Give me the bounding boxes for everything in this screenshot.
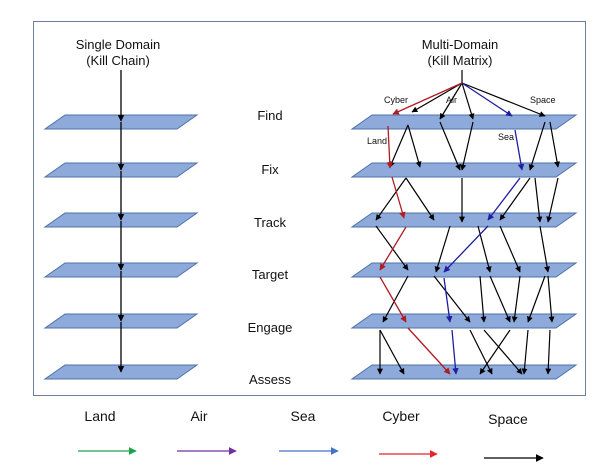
matrix-arrow	[392, 82, 463, 115]
matrix-arrow	[528, 121, 546, 171]
plane-right-find	[350, 114, 578, 130]
branch-label-land: Land	[367, 136, 387, 146]
matrix-arrows-sea	[443, 82, 525, 375]
matrix-arrow	[545, 329, 552, 375]
legend-label-sea: Sea	[291, 408, 316, 424]
stage-label-fix: Fix	[261, 162, 279, 177]
stage-label-find: Find	[257, 108, 283, 123]
matrix-arrow	[499, 177, 531, 221]
matrix-arrow	[511, 275, 521, 323]
matrix-arrow	[451, 329, 459, 375]
matrix-arrow	[405, 177, 435, 221]
matrix-arrow	[443, 225, 489, 273]
matrix-arrow	[499, 225, 521, 273]
matrix-arrow	[460, 121, 474, 171]
matrix-arrow	[461, 82, 546, 117]
matrix-arrow	[411, 82, 463, 113]
matrix-arrow	[479, 275, 487, 323]
legend-label-air: Air	[190, 408, 207, 424]
matrix-arrow	[489, 275, 511, 323]
matrix-arrow	[386, 125, 393, 169]
single-domain-title-line2: (Kill Chain)	[86, 53, 150, 68]
matrix-arrow	[434, 225, 451, 273]
matrix-arrow	[382, 275, 409, 323]
stage-label-engage: Engage	[247, 320, 293, 335]
legend-label-space: Space	[488, 411, 528, 427]
matrix-arrow	[534, 177, 543, 223]
matrix-arrow	[375, 177, 407, 221]
diagram-frame	[33, 21, 586, 396]
matrix-arrows-space	[375, 70, 561, 375]
plane-right-engage	[350, 313, 578, 329]
branch-label-space: Space	[530, 95, 556, 105]
matrix-arrow	[379, 276, 407, 323]
matrix-arrow	[461, 82, 475, 120]
branch-label-cyber: Cyber	[384, 95, 408, 105]
matrix-arrow	[379, 226, 407, 271]
multi-domain-title: Multi-Domain (Kill Matrix)	[390, 37, 530, 69]
matrix-arrow	[546, 177, 559, 223]
single-domain-title: Single Domain (Kill Chain)	[48, 37, 188, 69]
legend-label-land: Land	[84, 408, 115, 424]
matrix-arrow	[479, 329, 511, 375]
matrix-arrow	[379, 329, 405, 375]
matrix-arrow	[389, 124, 409, 168]
legend: Land Air Sea Cyber Space	[78, 408, 544, 462]
matrix-arrows-land	[379, 82, 463, 375]
plane-right-fix	[350, 162, 578, 178]
matrix-arrow	[443, 277, 453, 323]
matrix-arrow	[433, 275, 471, 323]
multi-domain-title-line2: (Kill Matrix)	[427, 53, 493, 68]
matrix-arrow	[527, 275, 546, 323]
plane-right-assess	[350, 364, 578, 380]
matrix-arrow	[439, 121, 461, 171]
matrix-arrow	[521, 329, 529, 375]
matrix-arrow	[375, 225, 409, 271]
single-domain-title-line1: Single Domain	[75, 37, 161, 52]
matrix-arrow	[547, 275, 555, 323]
plane-right-target	[350, 262, 578, 278]
matrix-arrow	[483, 329, 523, 375]
matrix-arrow	[514, 129, 525, 171]
matrix-arrow	[487, 177, 521, 221]
matrix-arrow	[461, 82, 513, 117]
stage-label-target: Target	[251, 267, 289, 282]
multi-domain-title-line1: Multi-Domain	[421, 37, 499, 52]
stage-label-assess: Assess	[249, 372, 291, 387]
matrix-arrow	[391, 176, 406, 219]
legend-label-cyber: Cyber	[382, 408, 420, 424]
matrix-arrow	[407, 327, 451, 375]
matrix-arrow	[407, 124, 422, 168]
matrix-arrow	[469, 329, 493, 375]
branch-label-sea: Sea	[498, 132, 514, 142]
stage-label-track: Track	[253, 215, 287, 230]
plane-right-track	[350, 212, 578, 228]
matrix-arrow	[549, 121, 561, 168]
matrix-arrow	[439, 82, 463, 120]
matrix-arrow	[539, 225, 551, 273]
